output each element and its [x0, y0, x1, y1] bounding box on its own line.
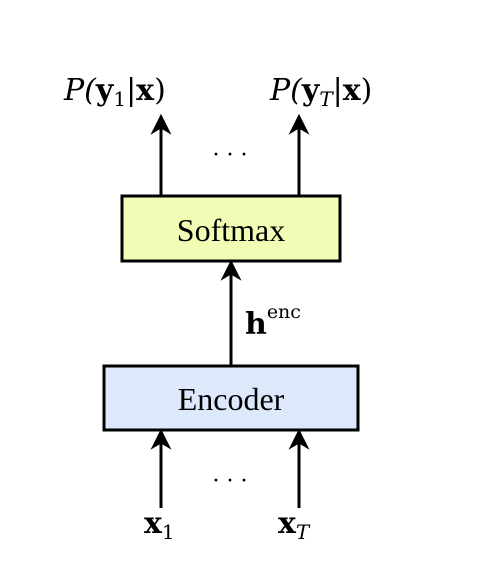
encoder-box	[102, 364, 360, 432]
encoder-label: Encoder	[178, 381, 285, 417]
output-label-last: P(yT|x)	[269, 73, 372, 111]
input-ellipsis: · · ·	[213, 469, 248, 494]
input-label-last: xT	[278, 506, 311, 544]
output-label-first: P(y1|x)	[63, 73, 166, 111]
softmax-label: Softmax	[177, 212, 285, 248]
softmax-box	[120, 194, 342, 263]
hidden-label: henc	[245, 301, 301, 342]
input-label-first: x1	[144, 506, 175, 544]
output-ellipsis: · · ·	[213, 143, 248, 168]
